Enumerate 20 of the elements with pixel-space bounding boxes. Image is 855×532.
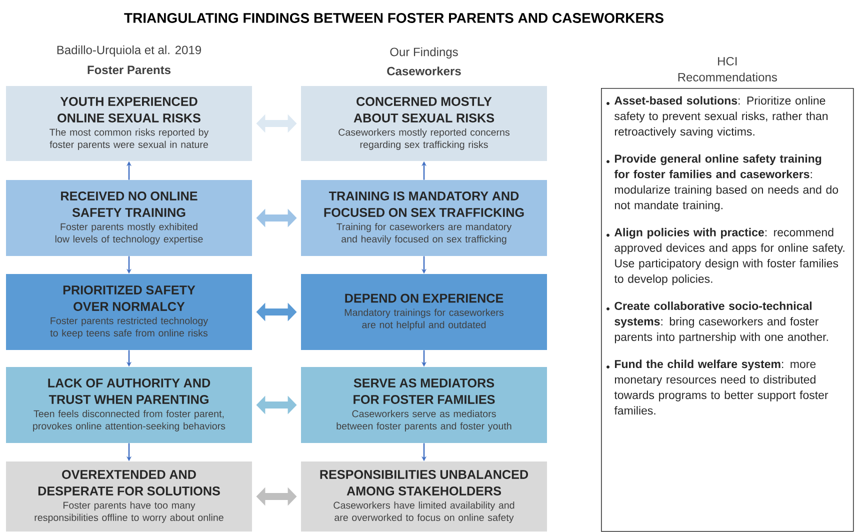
finding-box: TRAINING IS MANDATORY AND FOCUSED ON SEX TRAFFICKING Training for caseworkers are mandatory and heavily focused on sex trafficking: [301, 180, 547, 256]
finding-box: PRIORITIZED SAFETY OVER NORMALCY Foster parents restricted technology to keep teens safe from online risks: [6, 274, 252, 350]
finding-box: YOUTH EXPERIENCED ONLINE SEXUAL RISKS The most common risks reported by foster parents were sexual in nature: [6, 86, 252, 161]
finding-box: OVEREXTENDED AND DESPERATE FOR SOLUTIONS Foster parents have too many responsibilities offline to worry about online: [6, 461, 252, 532]
title: TRIANGULATING FINDINGS BETWEEN FOSTER PARENTS AND CASEWORKERS: [124, 13, 664, 23]
finding-box: SERVE AS MEDIATORS FOR FOSTER FAMILIES Caseworkers serve as mediators between foster parents and foster youth: [301, 366, 547, 443]
column-heading: Foster Parents: [88, 66, 170, 74]
finding-box: CONCERNED MOSTLY ABOUT SEXUAL RISKS Caseworkers mostly reported concerns regarding sex trafficking risks: [301, 86, 547, 161]
recommendation-text: Provide general online safety training for foster families and caseworkers: modularize training based on needs and do not mandate training.: [614, 154, 838, 212]
column-heading: Badillo-Urquiola et al. 2019: [57, 45, 201, 57]
recommendation-text: Create collaborative socio-technical systems: bring caseworkers and foster parents into partnership with one another.: [614, 302, 828, 344]
finding-box: RESPONSIBILITIES UNBALANCED AMONG STAKEHOLDERS Caseworkers have limited availability and are overworked to focus on online safety: [301, 461, 547, 532]
finding-box: DEPEND ON EXPERIENCE Mandatory trainings for caseworkers are not helpful and outdated: [301, 274, 547, 350]
recommendation-text: Fund the child welfare system: more monetary resources need to distributed towards programs to better support foster families.: [614, 360, 828, 415]
recommendation-text: Align policies with practice: recommend approved devices and apps for online safety. Use participatory design with foster families to develop policies.: [614, 228, 844, 286]
column-heading: Our Findings: [390, 47, 458, 59]
finding-box: LACK OF AUTHORITY AND TRUST WHEN PARENTING Teen feels disconnected from foster parent, provokes online attention-seeking behaviors: [6, 366, 252, 443]
finding-box: RECEIVED NO ONLINE SAFETY TRAINING Foster parents mostly exhibited low levels of technology expertise: [6, 180, 252, 256]
panel-heading: HCI Recommendations: [678, 56, 777, 82]
recommendation-text: Asset-based solutions: Prioritize online safety to prevent sexual risks, rather than retroactively saving victims.: [614, 96, 828, 138]
